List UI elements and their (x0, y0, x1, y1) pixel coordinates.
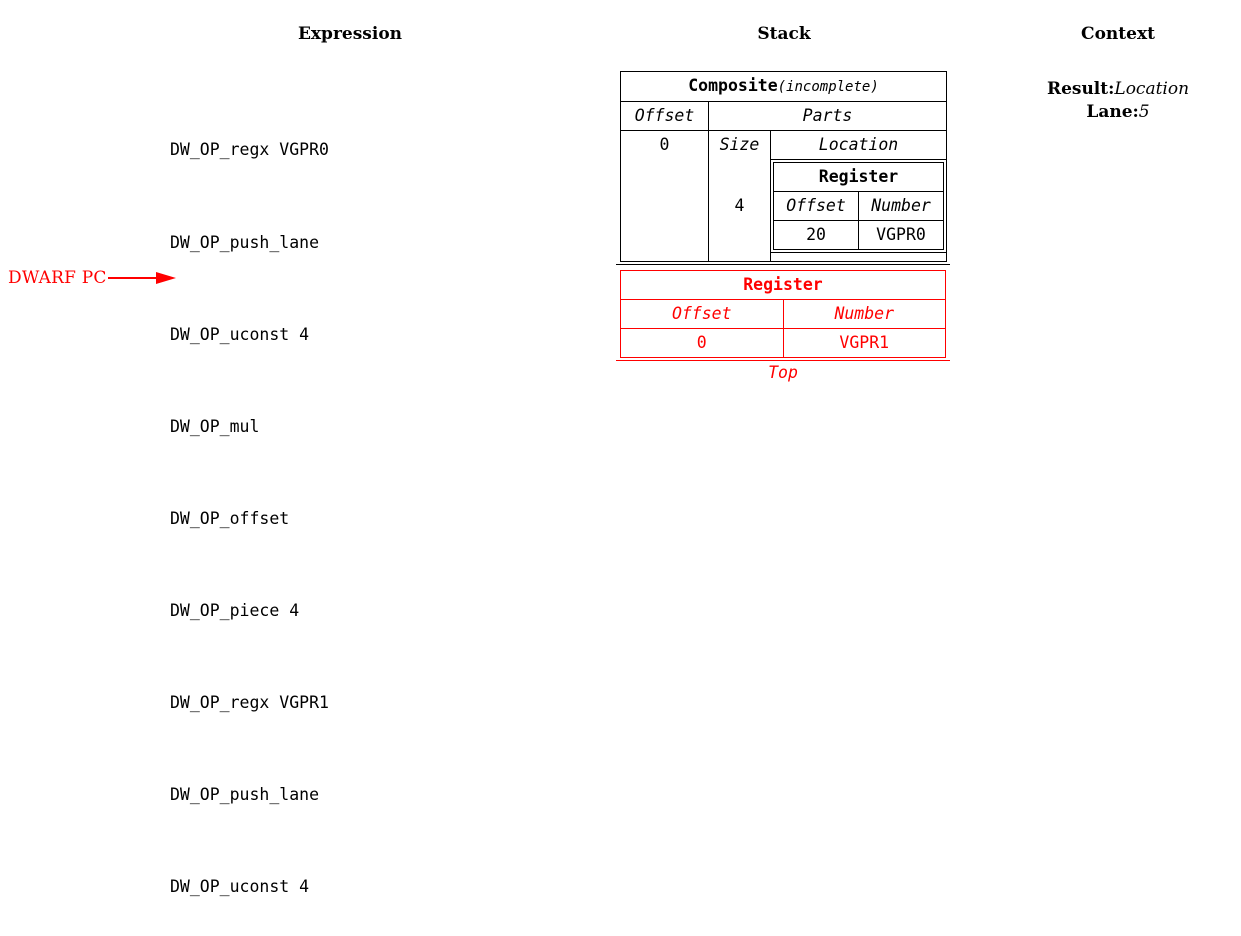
context-column-heading: Context (1081, 24, 1155, 44)
right-arrow-icon (107, 272, 176, 284)
composite-parts-header: Parts (707, 101, 948, 131)
inner-register-offset-header: Offset (773, 191, 859, 221)
context-result-key: Result: (1046, 79, 1115, 99)
table-row: Register (620, 270, 946, 300)
composite-location-header: Location (769, 130, 948, 160)
expression-line: DW_OP_offset (170, 508, 290, 528)
composite-title: Composite (688, 76, 778, 95)
inner-register-title: Register (772, 162, 945, 192)
composite-filler-location (769, 252, 948, 262)
table-row: Offset Number (773, 191, 945, 221)
inner-register-table: Register Offset Number 20 VGPR0 (772, 162, 945, 250)
context-lane-row: Lane:5 (1018, 101, 1218, 124)
composite-entry-table: Composite(incomplete) Offset Parts 0 Siz… (619, 71, 948, 262)
table-row: Offset Number (620, 299, 946, 329)
context-result-value: Location (1114, 79, 1190, 99)
context-body: Result:Location Lane:5 (1018, 78, 1218, 124)
expression-column-heading: Expression (297, 24, 403, 44)
inner-register-offset-value: 20 (773, 220, 859, 250)
table-row: 0 VGPR1 (620, 328, 946, 358)
composite-offset-header: Offset (620, 101, 709, 131)
expression-line: DW_OP_push_lane (170, 785, 320, 805)
dwarf-pc-pointer: DWARF PC (8, 268, 180, 288)
expression-line: DW_OP_regx VGPR1 (170, 692, 329, 712)
table-row (621, 252, 948, 262)
table-row: Offset Parts (620, 101, 948, 131)
context-result-row: Result:Location (1018, 78, 1218, 101)
expression-line: DW_OP_push_lane (170, 232, 320, 252)
table-row: Composite(incomplete) (619, 71, 948, 102)
inner-register-number-value: VGPR0 (857, 220, 945, 250)
composite-title-suffix: (incomplete) (777, 79, 879, 95)
stack-area: Composite(incomplete) Offset Parts 0 Siz… (616, 71, 950, 384)
context-lane-value: 5 (1138, 102, 1150, 122)
top-register-title: Register (620, 270, 946, 300)
top-register-number-value: VGPR1 (782, 328, 946, 358)
context-lane-key: Lane: (1086, 102, 1139, 122)
expression-line: DW_OP_mul (170, 416, 260, 436)
expression-line: DW_OP_piece 4 (170, 600, 300, 620)
top-register-number-header: Number (782, 299, 946, 329)
expression-line: DW_OP_regx VGPR0 (170, 140, 329, 160)
expression-list: DW_OP_regx VGPR0 DW_OP_push_lane DW_OP_u… (170, 74, 329, 936)
expression-line: DW_OP_uconst 4 (170, 877, 310, 897)
table-row: 0 Size Location (620, 130, 948, 262)
composite-offset-value: 0 (620, 130, 709, 262)
stack-column-heading: Stack (757, 24, 811, 44)
inner-register-number-header: Number (857, 191, 945, 221)
table-row: Register (772, 162, 945, 192)
top-register-offset-value: 0 (620, 328, 784, 358)
composite-size-header: Size (708, 130, 771, 160)
composite-filler-size (708, 252, 771, 262)
top-register-table: Register Offset Number 0 VGPR1 (620, 270, 946, 358)
table-row: 4 Register Offset (621, 159, 948, 253)
composite-location-value: Register Offset Number 20 VGPR0 (769, 159, 948, 253)
composite-bottom-rule (616, 264, 950, 265)
expression-line: DW_OP_uconst 4 (170, 324, 310, 344)
stack-top-label: Top (768, 363, 798, 382)
top-register-offset-header: Offset (620, 299, 784, 329)
table-row: 20 VGPR0 (773, 220, 945, 250)
composite-title-cell: Composite(incomplete) (619, 71, 948, 102)
dwarf-pc-label: DWARF PC (8, 268, 107, 288)
top-register-bottom-rule (616, 360, 950, 361)
composite-size-value: 4 (708, 159, 771, 253)
